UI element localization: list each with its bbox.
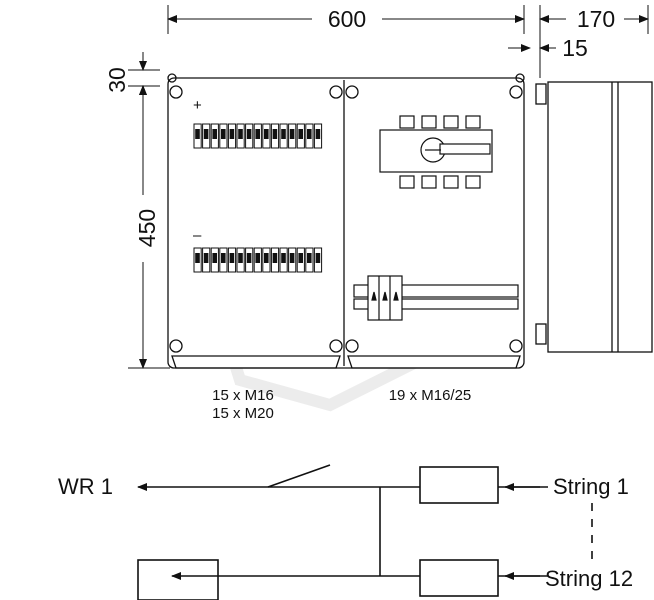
- enclosure-side-view: [535, 81, 653, 353]
- fuse-holder-body: [255, 253, 260, 263]
- plus-mark: +: [193, 97, 202, 114]
- fuse-holder-body: [195, 253, 200, 263]
- fuse-holder-body: [272, 253, 278, 263]
- entry-label-left-2: 15 x M20: [212, 405, 274, 422]
- fuse-string-1: [419, 466, 499, 504]
- dimension-offset: [128, 52, 160, 100]
- entry-label-left-1: 15 x M16: [212, 387, 274, 404]
- fuse-holder-body: [195, 129, 200, 139]
- fuse-holder-body: [281, 253, 286, 263]
- fuse-holder-body: [229, 129, 235, 139]
- inverter-box: [137, 559, 219, 600]
- fuse-holder-body: [229, 253, 235, 263]
- string-last-label: String 12: [545, 566, 633, 591]
- fuse-holder-body: [221, 129, 226, 139]
- fuse-holder-body: [212, 129, 217, 139]
- fuse-holder-body: [246, 253, 252, 263]
- fuse-holder-body: [272, 129, 278, 139]
- switch-contact: [267, 464, 331, 488]
- fuse-holder-body: [264, 129, 269, 139]
- fuse-holder-body: [307, 253, 312, 263]
- dc-disconnect-switch: [379, 115, 493, 189]
- fuse-holder-body: [298, 253, 303, 263]
- fuse-holder-body: [255, 129, 260, 139]
- entry-label-right: 19 x M16/25: [389, 387, 472, 404]
- dimension-offset-label: 30: [104, 67, 130, 93]
- fuse-holder-body: [315, 129, 321, 139]
- dimension-depth: [508, 5, 649, 78]
- fuse-holder-body: [238, 129, 243, 139]
- fuse-holder-body: [315, 253, 321, 263]
- dimension-height: [128, 85, 170, 369]
- fuse-holder-body: [203, 129, 209, 139]
- fuse-row-minus: [193, 247, 323, 273]
- dimension-depth-label: 170: [577, 6, 615, 32]
- dimension-wall-label: 15: [562, 35, 588, 61]
- dimension-width: [167, 5, 525, 34]
- string-first-label: String 1: [553, 474, 629, 499]
- dimension-height-label: 450: [134, 209, 160, 247]
- fuse-holder-body: [298, 129, 303, 139]
- fuse-holder-body: [281, 129, 286, 139]
- fuse-holder-body: [238, 253, 243, 263]
- fuse-holder-body: [289, 253, 295, 263]
- output-label: WR 1: [58, 474, 113, 499]
- surge-protector: [367, 275, 403, 321]
- schematic: [137, 464, 593, 600]
- minus-mark: –: [193, 227, 202, 244]
- fuse-holder-body: [264, 253, 269, 263]
- fuse-holder-body: [307, 129, 312, 139]
- fuse-holder-body: [221, 253, 226, 263]
- fuse-string-12: [419, 559, 499, 597]
- fuse-holder-body: [289, 129, 295, 139]
- dimension-width-label: 600: [328, 6, 366, 32]
- fuse-holder-body: [203, 253, 209, 263]
- fuse-holder-body: [246, 129, 252, 139]
- fuse-row-plus: [193, 123, 323, 149]
- fuse-holder-body: [212, 253, 217, 263]
